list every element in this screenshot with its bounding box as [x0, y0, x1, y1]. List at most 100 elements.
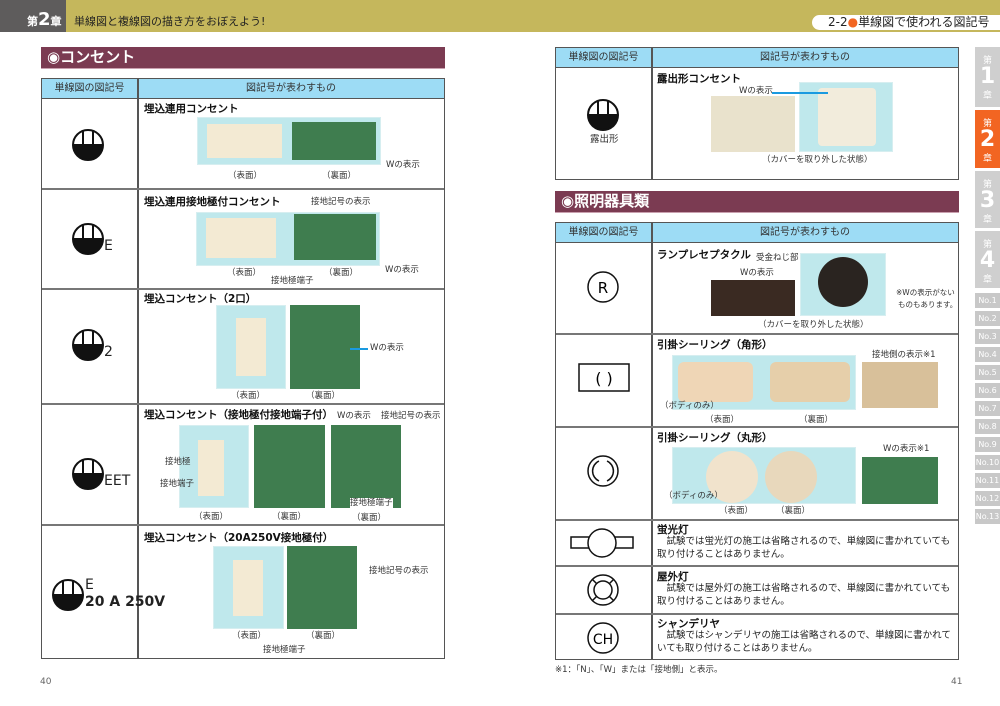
outlet-front-photo — [207, 124, 282, 158]
caption: （表面） — [231, 391, 266, 401]
column-divider — [651, 48, 653, 180]
item-name: 埋込コンセント（20A250V接地極付） — [144, 532, 334, 544]
caption: （表面） — [194, 512, 229, 522]
item-name: シャンデリヤ — [657, 618, 720, 630]
problem-tab[interactable]: No.10 — [975, 455, 1000, 470]
symbol-text: CH — [593, 632, 613, 648]
col-header-meaning: 図記号が表わすもの — [246, 83, 336, 94]
table-header — [556, 48, 958, 68]
row-divider — [42, 188, 444, 190]
caption: （裏面） — [776, 506, 811, 516]
outlet-back-photo — [292, 122, 376, 160]
callout-label: 接地極端子 — [271, 276, 314, 286]
section-title: 単線図で使われる図記号 — [858, 15, 990, 29]
item-name: 蛍光灯 — [657, 524, 689, 536]
section-heading-lighting: ◉照明器具類 — [555, 191, 959, 212]
square-ceiling-symbol-icon: ( ) — [578, 363, 630, 392]
chapter-badge: 第2章 — [0, 0, 66, 32]
problem-tab[interactable]: No.9 — [975, 437, 1000, 452]
caption: （裏面） — [799, 415, 834, 425]
chapter-suffix: 章 — [50, 15, 62, 28]
outlet-back-photo — [254, 425, 325, 508]
callout-label: 受金ねじ部 — [756, 253, 799, 263]
item-name: ランプレセプタクル — [657, 249, 751, 261]
callout-label: Wの表示※1 — [883, 444, 930, 455]
tab-suffix: 章 — [982, 275, 992, 285]
callout-label: 接地極端子 — [263, 645, 306, 655]
fluorescent-symbol-icon — [570, 528, 634, 558]
callout-label: 接地端子 — [160, 479, 195, 489]
problem-tab[interactable]: No.3 — [975, 329, 1000, 344]
problem-tab[interactable]: No.5 — [975, 365, 1000, 380]
caption: （ボディのみ） — [664, 491, 723, 501]
callout-label: 接地側の表示※1 — [872, 350, 936, 360]
table-header — [556, 223, 958, 243]
symbol-rating: 20 A 250V — [85, 594, 166, 610]
ceiling-front — [706, 451, 758, 503]
row-divider — [42, 403, 444, 405]
item-name: 露出形コンセント — [657, 73, 741, 85]
problem-tab[interactable]: No.12 — [975, 491, 1000, 506]
outlet-face — [198, 440, 224, 496]
item-name: 引掛シーリング（角形） — [657, 339, 773, 351]
receptacle-symbol-icon: R — [587, 271, 619, 303]
outdoor-light-symbol-icon — [587, 574, 619, 606]
page-number-left: 40 — [40, 677, 52, 687]
outlet-face — [236, 318, 266, 376]
chandelier-symbol-icon: CH — [587, 622, 619, 654]
problem-tab[interactable]: No.11 — [975, 473, 1000, 488]
outlet-back-photo — [287, 546, 357, 629]
chapter-prefix: 第 — [27, 15, 38, 28]
problem-tab[interactable]: No.1 — [975, 293, 1000, 308]
tab-number: 3 — [979, 188, 996, 213]
exposed-outlet-symbol-icon — [587, 99, 619, 131]
note: ものもあります。 — [898, 300, 958, 309]
item-name: 屋外灯 — [657, 571, 689, 583]
col-header-meaning: 図記号が表わすもの — [760, 227, 850, 238]
eet-outlet-symbol-icon — [72, 458, 104, 490]
callout-arrow — [772, 92, 828, 94]
problem-tab[interactable]: No.8 — [975, 419, 1000, 434]
problem-tab[interactable]: No.2 — [975, 311, 1000, 326]
callout-label: 接地極 — [165, 457, 191, 467]
product-photo — [862, 457, 938, 504]
problem-tab[interactable]: No.13 — [975, 509, 1000, 524]
row-divider — [556, 613, 958, 615]
callout-label: 接地記号の表示 — [311, 197, 371, 207]
caption: （裏面） — [306, 391, 341, 401]
column-divider — [137, 79, 139, 659]
col-header-symbol: 単線図の図記号 — [54, 83, 125, 94]
item-name: 埋込コンセント（接地極付接地端子付） — [144, 409, 333, 421]
outlet-face — [233, 560, 263, 616]
outlet-symbol-icon — [72, 129, 104, 161]
product-photo — [672, 447, 856, 504]
caption: （表面） — [228, 171, 263, 181]
footnote: ※1：「N」、「W」または「接地側」と表示。 — [555, 665, 723, 675]
problem-tab[interactable]: No.4 — [975, 347, 1000, 362]
outlet-back-photo — [290, 305, 360, 389]
symbol-suffix: E — [104, 238, 113, 254]
tab-number: 1 — [979, 64, 996, 89]
col-header-symbol: 単線図の図記号 — [568, 52, 639, 63]
callout-label: 接地極端子 — [350, 498, 393, 509]
caption: （裏面） — [306, 631, 341, 641]
page-number-right: 41 — [951, 677, 963, 687]
symbol-label: 露出形 — [590, 134, 619, 145]
problem-tab[interactable]: No.6 — [975, 383, 1000, 398]
callout-label: Wの表示 — [337, 411, 371, 421]
caption: （カバーを取り外した状態） — [762, 155, 873, 165]
product-photo — [711, 96, 795, 152]
column-divider — [651, 223, 653, 660]
row-divider — [42, 288, 444, 290]
problem-tab[interactable]: No.7 — [975, 401, 1000, 416]
symbol-suffix: EET — [104, 473, 131, 489]
caption: （表面） — [232, 631, 267, 641]
row-divider — [556, 426, 958, 428]
ceiling-back — [765, 451, 817, 503]
caption: （裏面） — [272, 512, 307, 522]
caption: （カバーを取り外した状態） — [758, 320, 869, 330]
